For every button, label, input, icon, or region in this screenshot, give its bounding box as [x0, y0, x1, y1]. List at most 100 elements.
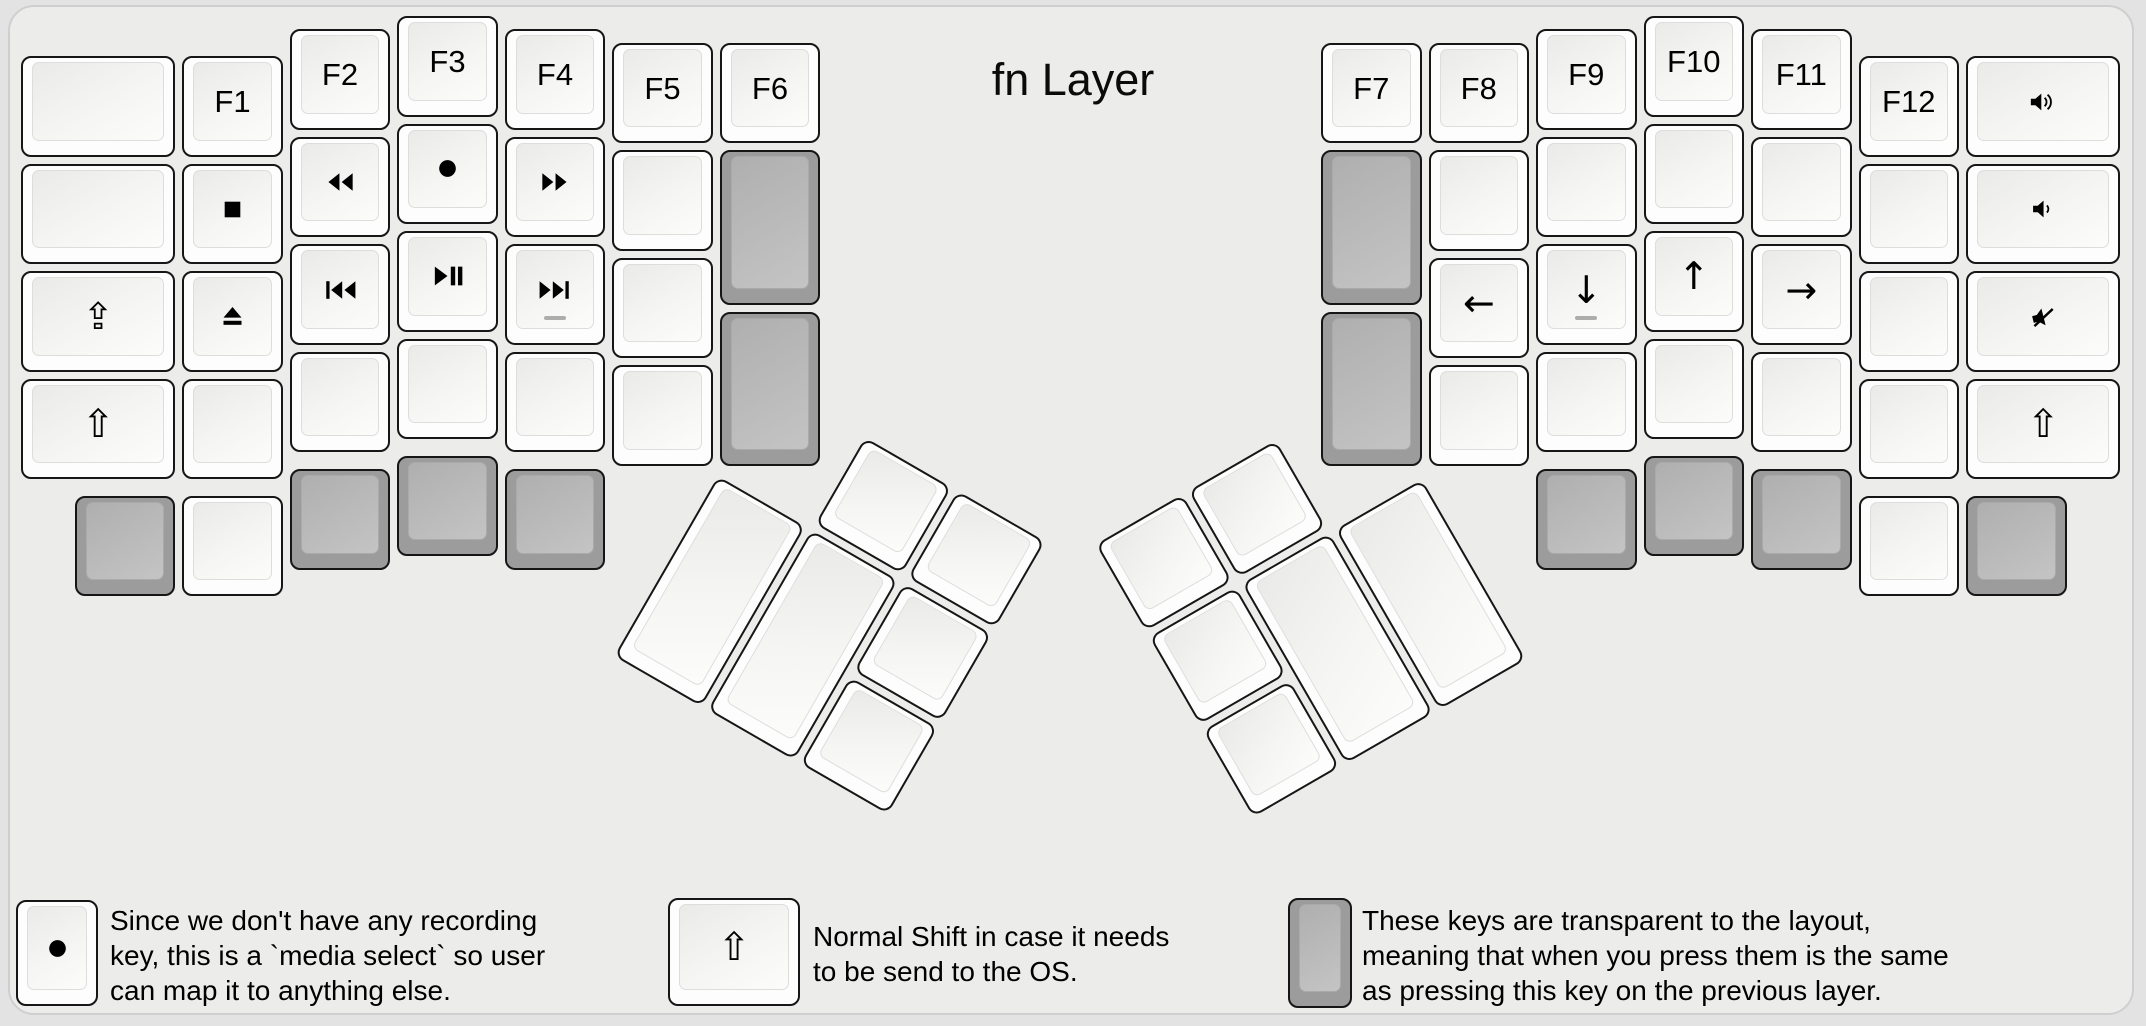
key-caps-lock[interactable]: ⇪ — [21, 271, 176, 372]
keycap-top: F10 — [1654, 22, 1733, 101]
key-f5[interactable]: F5 — [612, 42, 713, 144]
key-arrow-down[interactable]: ↓ — [1536, 244, 1637, 345]
key-blank[interactable] — [182, 495, 283, 597]
legend-text-line: meaning that when you press them is the … — [1362, 940, 1949, 971]
key-blank[interactable] — [1858, 163, 1959, 265]
arrow-left-icon: ← — [1462, 281, 1495, 326]
page-title: fn Layer — [991, 54, 1155, 105]
key-f3[interactable]: F3 — [397, 16, 498, 117]
arrow-up-icon: ↑ — [1677, 254, 1710, 299]
key-f1[interactable]: F1 — [182, 56, 283, 157]
key-volume-down[interactable] — [1966, 163, 2121, 265]
keycap-top — [730, 156, 810, 289]
key-blank[interactable] — [182, 378, 283, 480]
key-transparent[interactable] — [289, 469, 391, 570]
key-transparent[interactable] — [74, 495, 176, 597]
key-arrow-right[interactable]: → — [1751, 244, 1852, 345]
prev-track-icon — [322, 279, 358, 301]
key-arrow-left[interactable]: ← — [1428, 257, 1529, 359]
key-blank[interactable] — [1643, 123, 1744, 224]
key-blank[interactable] — [1858, 495, 1959, 597]
shift-icon: ⇧ — [2026, 401, 2060, 447]
key-play-pause[interactable] — [397, 231, 498, 332]
key-blank[interactable] — [612, 150, 713, 251]
volume-down-icon — [2030, 198, 2056, 220]
record-icon — [434, 155, 461, 182]
key-blank[interactable] — [289, 351, 391, 453]
key-rewind[interactable] — [289, 136, 391, 238]
key-blank[interactable] — [504, 351, 606, 453]
keycap-top — [193, 277, 272, 356]
key-shift[interactable]: ⇧ — [1966, 378, 2121, 480]
key-f4[interactable]: F4 — [504, 29, 606, 130]
keycap-top — [1869, 501, 1948, 581]
legend-sample-key-2: ⇧ — [668, 898, 800, 1006]
key-blank[interactable] — [1751, 136, 1852, 238]
key-eject[interactable] — [182, 271, 283, 372]
key-transparent[interactable] — [1321, 311, 1422, 466]
key-transparent[interactable] — [719, 311, 821, 466]
keycap-top: F11 — [1762, 35, 1841, 114]
homing-bump — [544, 315, 566, 320]
key-prev-track[interactable] — [289, 244, 391, 345]
key-f9[interactable]: F9 — [1536, 29, 1637, 130]
key-blank[interactable] — [1643, 338, 1744, 439]
key-transparent[interactable] — [504, 469, 606, 570]
keycap-top: ↑ — [1654, 237, 1733, 316]
key-transparent[interactable] — [1321, 150, 1422, 305]
key-f11[interactable]: F11 — [1751, 29, 1852, 130]
key-transparent[interactable] — [1966, 495, 2067, 597]
key-label: F7 — [1353, 70, 1390, 106]
key-blank[interactable] — [612, 365, 713, 466]
keycap-top: F4 — [515, 35, 595, 114]
next-track-icon — [537, 279, 573, 301]
key-arrow-up[interactable]: ↑ — [1643, 231, 1744, 332]
key-fast-forward[interactable] — [504, 136, 606, 238]
keycap-top: ⇧ — [679, 904, 789, 990]
keycap-top — [1977, 277, 2110, 356]
key-blank[interactable] — [1751, 351, 1852, 453]
legend-text-line: key, this is a `media select` so user — [110, 940, 546, 971]
key-mute[interactable] — [1966, 271, 2121, 372]
key-blank[interactable] — [21, 56, 176, 157]
key-label: F8 — [1460, 70, 1497, 106]
keycap-top — [1869, 384, 1948, 464]
key-blank[interactable] — [397, 338, 498, 439]
key-blank[interactable] — [1536, 351, 1637, 453]
keycap-top — [515, 142, 595, 222]
key-label: F4 — [536, 57, 574, 93]
eject-icon — [219, 303, 246, 330]
key-f7[interactable]: F7 — [1321, 42, 1422, 144]
key-transparent[interactable] — [1751, 469, 1852, 570]
key-blank[interactable] — [1428, 365, 1529, 466]
key-f2[interactable]: F2 — [289, 29, 391, 130]
keycap-top: F9 — [1547, 35, 1626, 114]
key-blank[interactable] — [1536, 136, 1637, 238]
key-record[interactable] — [397, 123, 498, 224]
key-label: F2 — [321, 57, 359, 93]
key-blank[interactable] — [612, 257, 713, 359]
key-f12[interactable]: F12 — [1858, 56, 1959, 157]
key-f6[interactable]: F6 — [719, 42, 821, 144]
rewind-icon — [324, 171, 356, 193]
key-volume-up[interactable] — [1966, 56, 2121, 157]
key-next-track[interactable] — [504, 244, 606, 345]
key-transparent[interactable] — [1643, 455, 1744, 557]
key-blank[interactable] — [1858, 271, 1959, 372]
key-blank[interactable] — [1858, 378, 1959, 480]
key-shift[interactable]: ⇧ — [21, 378, 176, 480]
key-f10[interactable]: F10 — [1643, 16, 1744, 117]
key-blank[interactable] — [21, 163, 176, 265]
key-f8[interactable]: F8 — [1428, 42, 1529, 144]
keycap-top — [1869, 169, 1948, 249]
key-transparent[interactable] — [397, 455, 498, 557]
legend-text-line: Normal Shift in case it needs — [813, 921, 1170, 952]
caps-lock-icon: ⇪ — [82, 295, 114, 339]
key-transparent[interactable] — [1536, 469, 1637, 570]
key-stop[interactable] — [182, 163, 283, 265]
legend-sample-key-1 — [16, 900, 98, 1006]
key-blank[interactable] — [1428, 150, 1529, 251]
keycap-top: → — [1762, 250, 1841, 329]
key-transparent[interactable] — [719, 150, 821, 305]
keycap-top — [1547, 475, 1626, 554]
